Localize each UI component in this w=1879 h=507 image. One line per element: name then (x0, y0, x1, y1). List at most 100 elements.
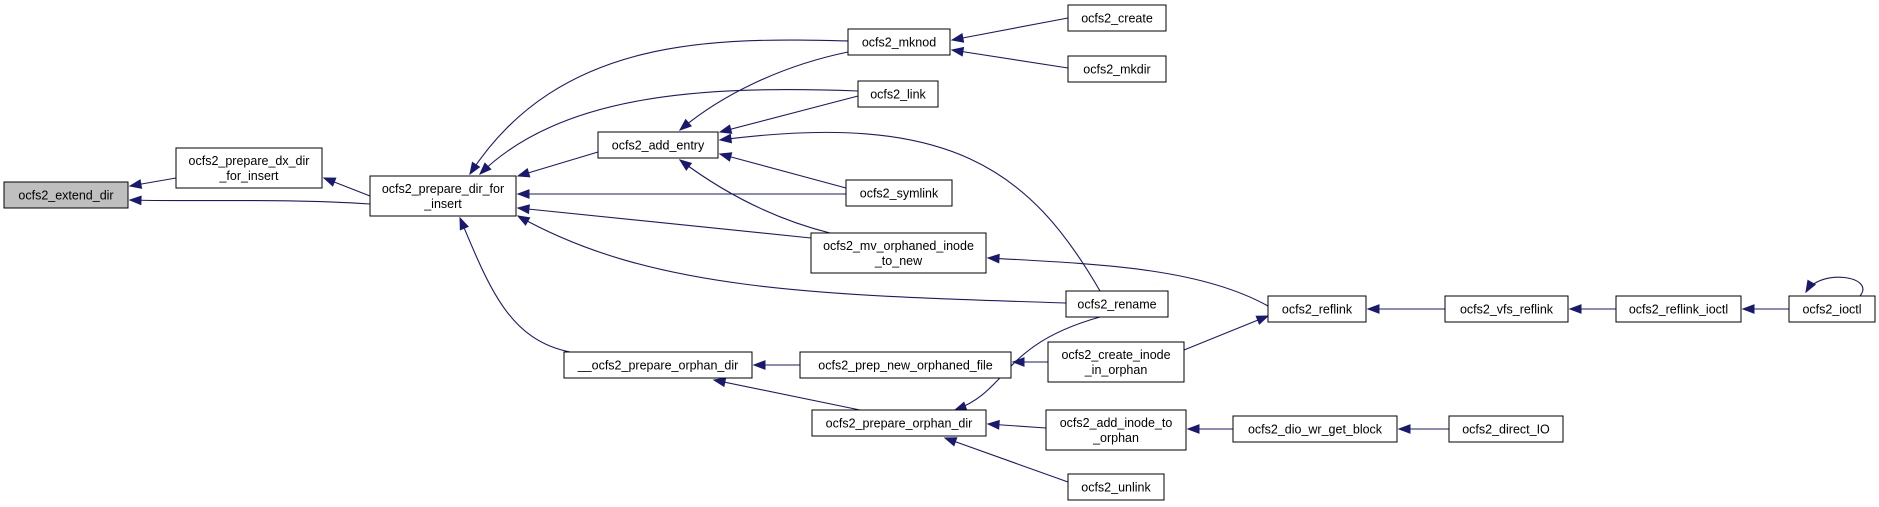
function-node-box (857, 80, 939, 108)
function-node-direct-io[interactable]: ocfs2_direct_IO (1448, 415, 1564, 443)
function-node-box (811, 409, 987, 437)
function-node-mknod[interactable]: ocfs2_mknod (847, 28, 951, 56)
function-node-add-to-orph[interactable]: ocfs2_add_inode_to_orphan (1045, 409, 1187, 451)
arrowhead-icon (718, 133, 733, 144)
arrowhead-icon (986, 419, 1000, 430)
function-node-label: ocfs2_mknod (862, 36, 936, 50)
function-node-prepare-dir[interactable]: ocfs2_prepare_dir_for_insert (369, 175, 517, 217)
function-node-box (563, 351, 753, 379)
function-node-ioctl[interactable]: ocfs2_ioctl (1788, 295, 1876, 323)
function-node-prepare-dx[interactable]: ocfs2_prepare_dx_dir_for_insert (175, 147, 323, 189)
call-edge-create_in_orph-to-reflink (1183, 315, 1269, 351)
function-node-box (810, 232, 987, 274)
function-node-prepare-orph-dir[interactable]: ocfs2_prepare_orphan_dir (811, 409, 987, 437)
call-edge-mv_orph-to-prepare_dir (517, 207, 812, 239)
arrowhead-icon (516, 215, 531, 226)
function-node-label: ocfs2_vfs_reflink (1460, 303, 1554, 317)
function-node-label: ocfs2_symlink (860, 187, 939, 201)
function-node-mv-orph[interactable]: ocfs2_mv_orphaned_inode_to_new (810, 232, 987, 274)
function-node-label: _for_insert (218, 169, 279, 183)
function-node-label: ocfs2_prepare_dir_for (382, 182, 504, 196)
function-node-unlink[interactable]: ocfs2_unlink (1067, 473, 1165, 501)
function-node-symlink[interactable]: ocfs2_symlink (845, 179, 953, 207)
arrowhead-icon (1568, 304, 1582, 314)
function-node-add-entry[interactable]: ocfs2_add_entry (597, 131, 719, 159)
function-node-box (1067, 55, 1167, 83)
call-edge-unlink-to-prepare_orph_dir (944, 437, 1069, 483)
function-node-label: ocfs2_extend_dir (18, 189, 113, 203)
function-node-reflink-ioctl[interactable]: ocfs2_reflink_ioctl (1615, 295, 1742, 323)
function-node-box (799, 351, 1012, 379)
arrowhead-icon (1011, 357, 1025, 367)
function-node-dio-wr[interactable]: ocfs2_dio_wr_get_block (1232, 415, 1398, 443)
arrowhead-icon (1186, 424, 1200, 434)
arrowhead-icon (1366, 304, 1380, 314)
function-node-box (1788, 295, 1876, 323)
arrowhead-icon (986, 253, 1000, 264)
function-node-label: _to_new (874, 254, 923, 268)
arrowhead-icon (459, 216, 469, 231)
function-node-rename[interactable]: ocfs2_rename (1065, 290, 1169, 318)
function-node-label: ocfs2_prepare_dx_dir (189, 154, 310, 168)
function-node-extend-dir[interactable]: ocfs2_extend_dir (3, 181, 129, 209)
arrowhead-icon (516, 167, 531, 178)
function-node-label: __ocfs2_prepare_orphan_dir (577, 359, 739, 373)
function-node-label: ocfs2_mv_orphaned_inode (823, 239, 974, 253)
function-node-label: _orphan (1092, 431, 1139, 445)
function-node-box (1067, 4, 1167, 32)
function-node-box (1047, 341, 1185, 383)
arrowhead-icon (322, 177, 337, 187)
call-edge-add_entry-to-prepare_dir (517, 151, 599, 177)
function-node-label: ocfs2_direct_IO (1462, 423, 1550, 437)
function-node-mkdir[interactable]: ocfs2_mkdir (1067, 55, 1167, 83)
arrowhead-icon (678, 118, 692, 131)
arrowhead-icon (1255, 315, 1270, 325)
arrowhead-icon (516, 189, 530, 199)
function-node-prep-orph-dir[interactable]: __ocfs2_prepare_orphan_dir (563, 351, 753, 379)
function-node-label: ocfs2_add_inode_to (1060, 416, 1173, 430)
call-edge-mknod-to-add_entry (679, 51, 849, 131)
function-node-label: ocfs2_link (870, 88, 926, 102)
function-node-create-in-orph[interactable]: ocfs2_create_inode_in_orphan (1047, 341, 1185, 383)
function-node-label: _in_orphan (1084, 363, 1148, 377)
function-node-label: ocfs2_prep_new_orphaned_file (818, 359, 992, 373)
call-edge-prep_orph_dir-to-prepare_dir (459, 217, 571, 353)
function-node-label: ocfs2_ioctl (1802, 303, 1861, 317)
call-edge-prepare_orph_dir-to-prep_orph_dir (713, 379, 861, 411)
arrowhead-icon (953, 401, 968, 411)
arrowhead-icon (1397, 424, 1411, 434)
function-node-label: ocfs2_add_entry (612, 139, 705, 153)
call-graph-edges (128, 17, 1864, 483)
function-node-prep-new-orph[interactable]: ocfs2_prep_new_orphaned_file (799, 351, 1012, 379)
call-edge-mkdir-to-mknod (951, 49, 1069, 69)
function-node-box (1267, 295, 1367, 323)
arrowhead-icon (128, 195, 142, 206)
function-node-label: ocfs2_unlink (1081, 481, 1151, 495)
function-node-label: ocfs2_rename (1077, 298, 1156, 312)
function-node-label: ocfs2_reflink_ioctl (1629, 303, 1728, 317)
call-edge-symlink-to-add_entry (719, 153, 847, 189)
function-node-box (847, 28, 951, 56)
arrowhead-icon (950, 46, 965, 57)
function-node-box (1615, 295, 1742, 323)
function-node-box (175, 147, 323, 189)
function-node-link[interactable]: ocfs2_link (857, 80, 939, 108)
arrowhead-icon (516, 204, 530, 215)
call-edge-mv_orph-to-add_entry (679, 159, 831, 234)
arrowhead-icon (1741, 304, 1755, 314)
call-edge-rename-to-add_entry (719, 131, 1101, 292)
arrowhead-icon (718, 124, 733, 134)
function-node-box (1067, 473, 1165, 501)
function-node-box (1045, 409, 1187, 451)
arrowhead-icon (752, 360, 766, 370)
function-node-box (1232, 415, 1398, 443)
arrowhead-icon (943, 437, 958, 447)
arrowhead-icon (950, 33, 965, 43)
call-edge-link-to-add_entry (719, 95, 859, 133)
function-node-reflink[interactable]: ocfs2_reflink (1267, 295, 1367, 323)
function-node-create[interactable]: ocfs2_create (1067, 4, 1167, 32)
arrowhead-icon (469, 161, 481, 176)
arrowhead-icon (712, 377, 727, 388)
function-node-vfs-reflink[interactable]: ocfs2_vfs_reflink (1444, 295, 1569, 323)
function-node-box (1444, 295, 1569, 323)
